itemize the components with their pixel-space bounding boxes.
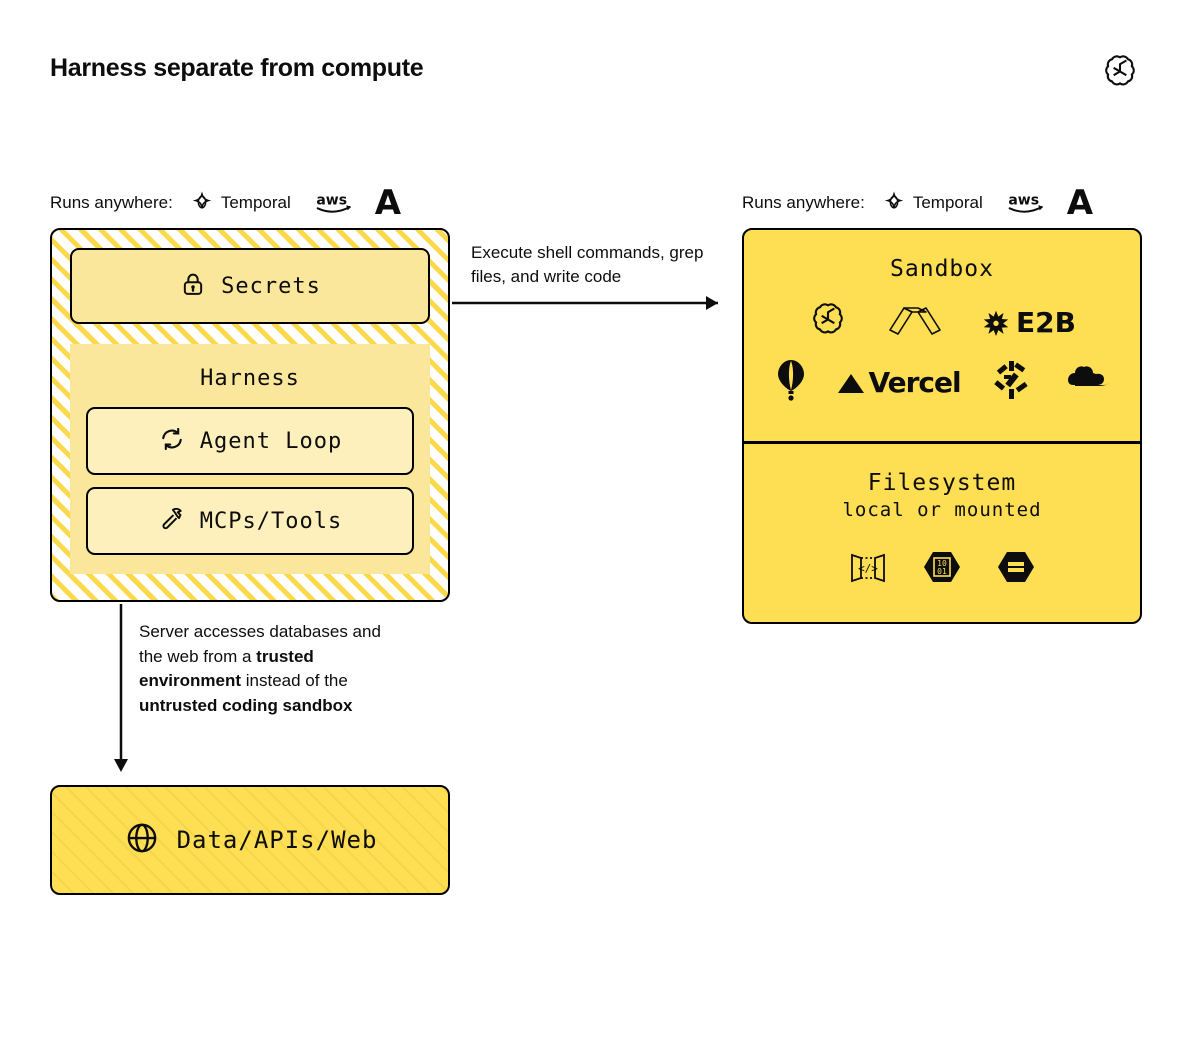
code-doors-icon: </>: [848, 547, 888, 592]
svg-text:aws: aws: [316, 192, 347, 208]
svg-text:aws: aws: [1008, 192, 1039, 208]
sandbox-section: Sandbox: [744, 230, 1140, 444]
agent-loop-card[interactable]: Agent Loop: [86, 407, 414, 475]
brand-temporal: Temporal: [189, 188, 291, 219]
lock-icon: [179, 270, 207, 303]
data-apis-web-box[interactable]: Data/APIs/Web: [50, 785, 450, 895]
server-access-annotation: Server accesses databases and the web fr…: [139, 620, 404, 719]
server-access-part1: Server accesses databases and the web fr…: [139, 622, 381, 666]
storage-hex-icon: [996, 547, 1036, 592]
execute-annotation: Execute shell commands, grep files, and …: [471, 243, 704, 286]
mcps-tools-label: MCPs/Tools: [199, 508, 343, 534]
filesystem-section: Filesystem local or mounted </> 10 01: [744, 444, 1140, 592]
runs-anywhere-label-right: Runs anywhere:: [742, 193, 865, 212]
filesystem-subtitle: local or mounted: [842, 499, 1042, 521]
sandbox-outer-container: Sandbox: [742, 228, 1142, 624]
temporal-icon: [189, 188, 215, 219]
harness-outer-container: Secrets Harness Agent Loop MCP: [50, 228, 450, 602]
vercel-logo: Vercel: [837, 366, 962, 399]
harness-card: Harness Agent Loop MCPs/Tools: [70, 344, 430, 574]
vercel-label: Vercel: [868, 366, 961, 399]
aws-logo: aws: [315, 189, 355, 217]
agent-loop-label: Agent Loop: [199, 428, 343, 454]
flyio-logo: [775, 359, 807, 406]
filesystem-icons: </> 10 01: [744, 547, 1140, 592]
mcps-tools-card[interactable]: MCPs/Tools: [86, 487, 414, 555]
filesystem-title: Filesystem: [867, 470, 1017, 496]
e2b-logo: E2B: [982, 306, 1076, 339]
sandbox-title: Sandbox: [890, 256, 994, 282]
secrets-label: Secrets: [221, 273, 321, 299]
globe-icon: [123, 819, 161, 862]
runs-anywhere-right: Runs anywhere: Temporal aws A: [742, 186, 1093, 220]
anthropic-a-logo: A: [1066, 183, 1094, 223]
server-access-bold2: untrusted coding sandbox: [139, 695, 353, 715]
modal-logo: [884, 300, 946, 345]
e2b-label: E2B: [1016, 306, 1076, 339]
server-access-bold1: trusted environment: [139, 646, 314, 691]
temporal-label-right: Temporal: [912, 193, 983, 212]
secrets-card[interactable]: Secrets: [70, 248, 430, 324]
svg-text:01: 01: [937, 567, 947, 576]
aws-logo: aws: [1007, 189, 1047, 217]
hammer-icon: [158, 505, 186, 538]
loop-icon: [158, 425, 186, 458]
temporal-label: Temporal: [220, 193, 291, 212]
anthropic-a-logo: A: [374, 183, 402, 223]
data-apis-web-label: Data/APIs/Web: [176, 826, 378, 854]
svg-text:10: 10: [937, 559, 947, 568]
runs-anywhere-left: Runs anywhere: Temporal aws A: [50, 186, 401, 220]
binary-hex-icon: 10 01: [922, 547, 962, 592]
server-access-part2: instead of the: [241, 671, 348, 691]
harness-title: Harness: [200, 366, 300, 391]
cloudflare-logo: [1063, 365, 1109, 400]
brand-temporal-right: Temporal: [881, 188, 983, 219]
daytona-logo: [991, 359, 1033, 406]
sandbox-providers-row-1: E2B: [744, 300, 1140, 345]
svg-text:</>: </>: [858, 562, 878, 575]
runs-anywhere-label: Runs anywhere:: [50, 193, 173, 212]
page-title: Harness separate from compute: [50, 54, 424, 82]
openai-logo: [1100, 52, 1140, 97]
temporal-icon: [881, 188, 907, 219]
sandbox-providers-row-2: Vercel: [744, 359, 1140, 406]
openai-logo: [808, 300, 848, 345]
